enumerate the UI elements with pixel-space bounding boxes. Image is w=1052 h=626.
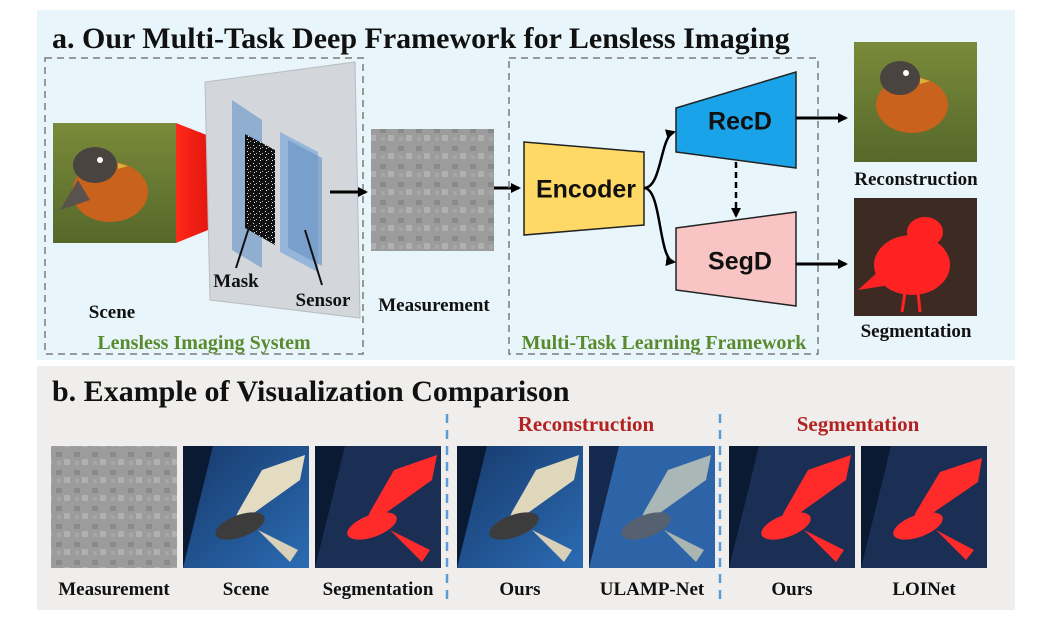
system-dashed-box [44,57,364,355]
recd-block [675,70,797,169]
caption-measurement: Measurement [58,579,170,600]
sensor-pointer [304,229,323,286]
scene-label: Scene [88,302,136,323]
b-segmentation-loinet-image [861,446,987,568]
b-scene-image [183,446,309,568]
encoder-label: Encoder [535,175,637,204]
panel-b-title: b. Example of Visualization Comparison [52,375,570,408]
mask-pointer [235,217,253,269]
caption-scene: Scene [222,579,270,600]
b-measurement-image [51,446,177,568]
system-caption: Lensless Imaging System [97,332,311,354]
sensor-label: Sensor [295,290,351,311]
caption-loinet: LOINet [892,579,956,600]
arrow-encoder-to-segd [643,186,676,266]
arrow-encoder-to-recd [643,129,676,190]
segmentation-image [854,198,977,316]
b-reconstruction-ours-image [457,446,583,568]
segmentation-label: Segmentation [860,321,972,342]
panel-a-title: a. Our Multi-Task Deep Framework for Len… [52,22,790,55]
measurement-image [371,129,494,251]
mask-plate [232,100,275,268]
caption-segmentation: Segmentation [322,579,434,600]
caption-seg-ours: Ours [771,579,813,600]
encoder-block [523,141,645,236]
reconstruction-image [854,42,977,162]
mask-label: Mask [213,271,259,292]
sensor-plate [280,132,322,272]
framework-caption: Multi-Task Learning Framework [521,332,807,354]
segmentation-header: Segmentation [796,412,920,436]
segd-block [675,211,797,307]
b-segmentation-image [315,446,441,568]
segd-label: SegD [708,247,772,276]
b-segmentation-ours-image [729,446,855,568]
caption-recon-ours: Ours [499,579,541,600]
b-reconstruction-ulamp-image [589,446,715,568]
reconstruction-label: Reconstruction [854,169,978,190]
recd-label: RecD [708,107,772,136]
scene-image [53,123,176,243]
framework-dashed-box [508,57,819,355]
measurement-label: Measurement [378,295,490,316]
caption-ulamp-net: ULAMP-Net [599,579,705,600]
reconstruction-header: Reconstruction [517,412,655,436]
